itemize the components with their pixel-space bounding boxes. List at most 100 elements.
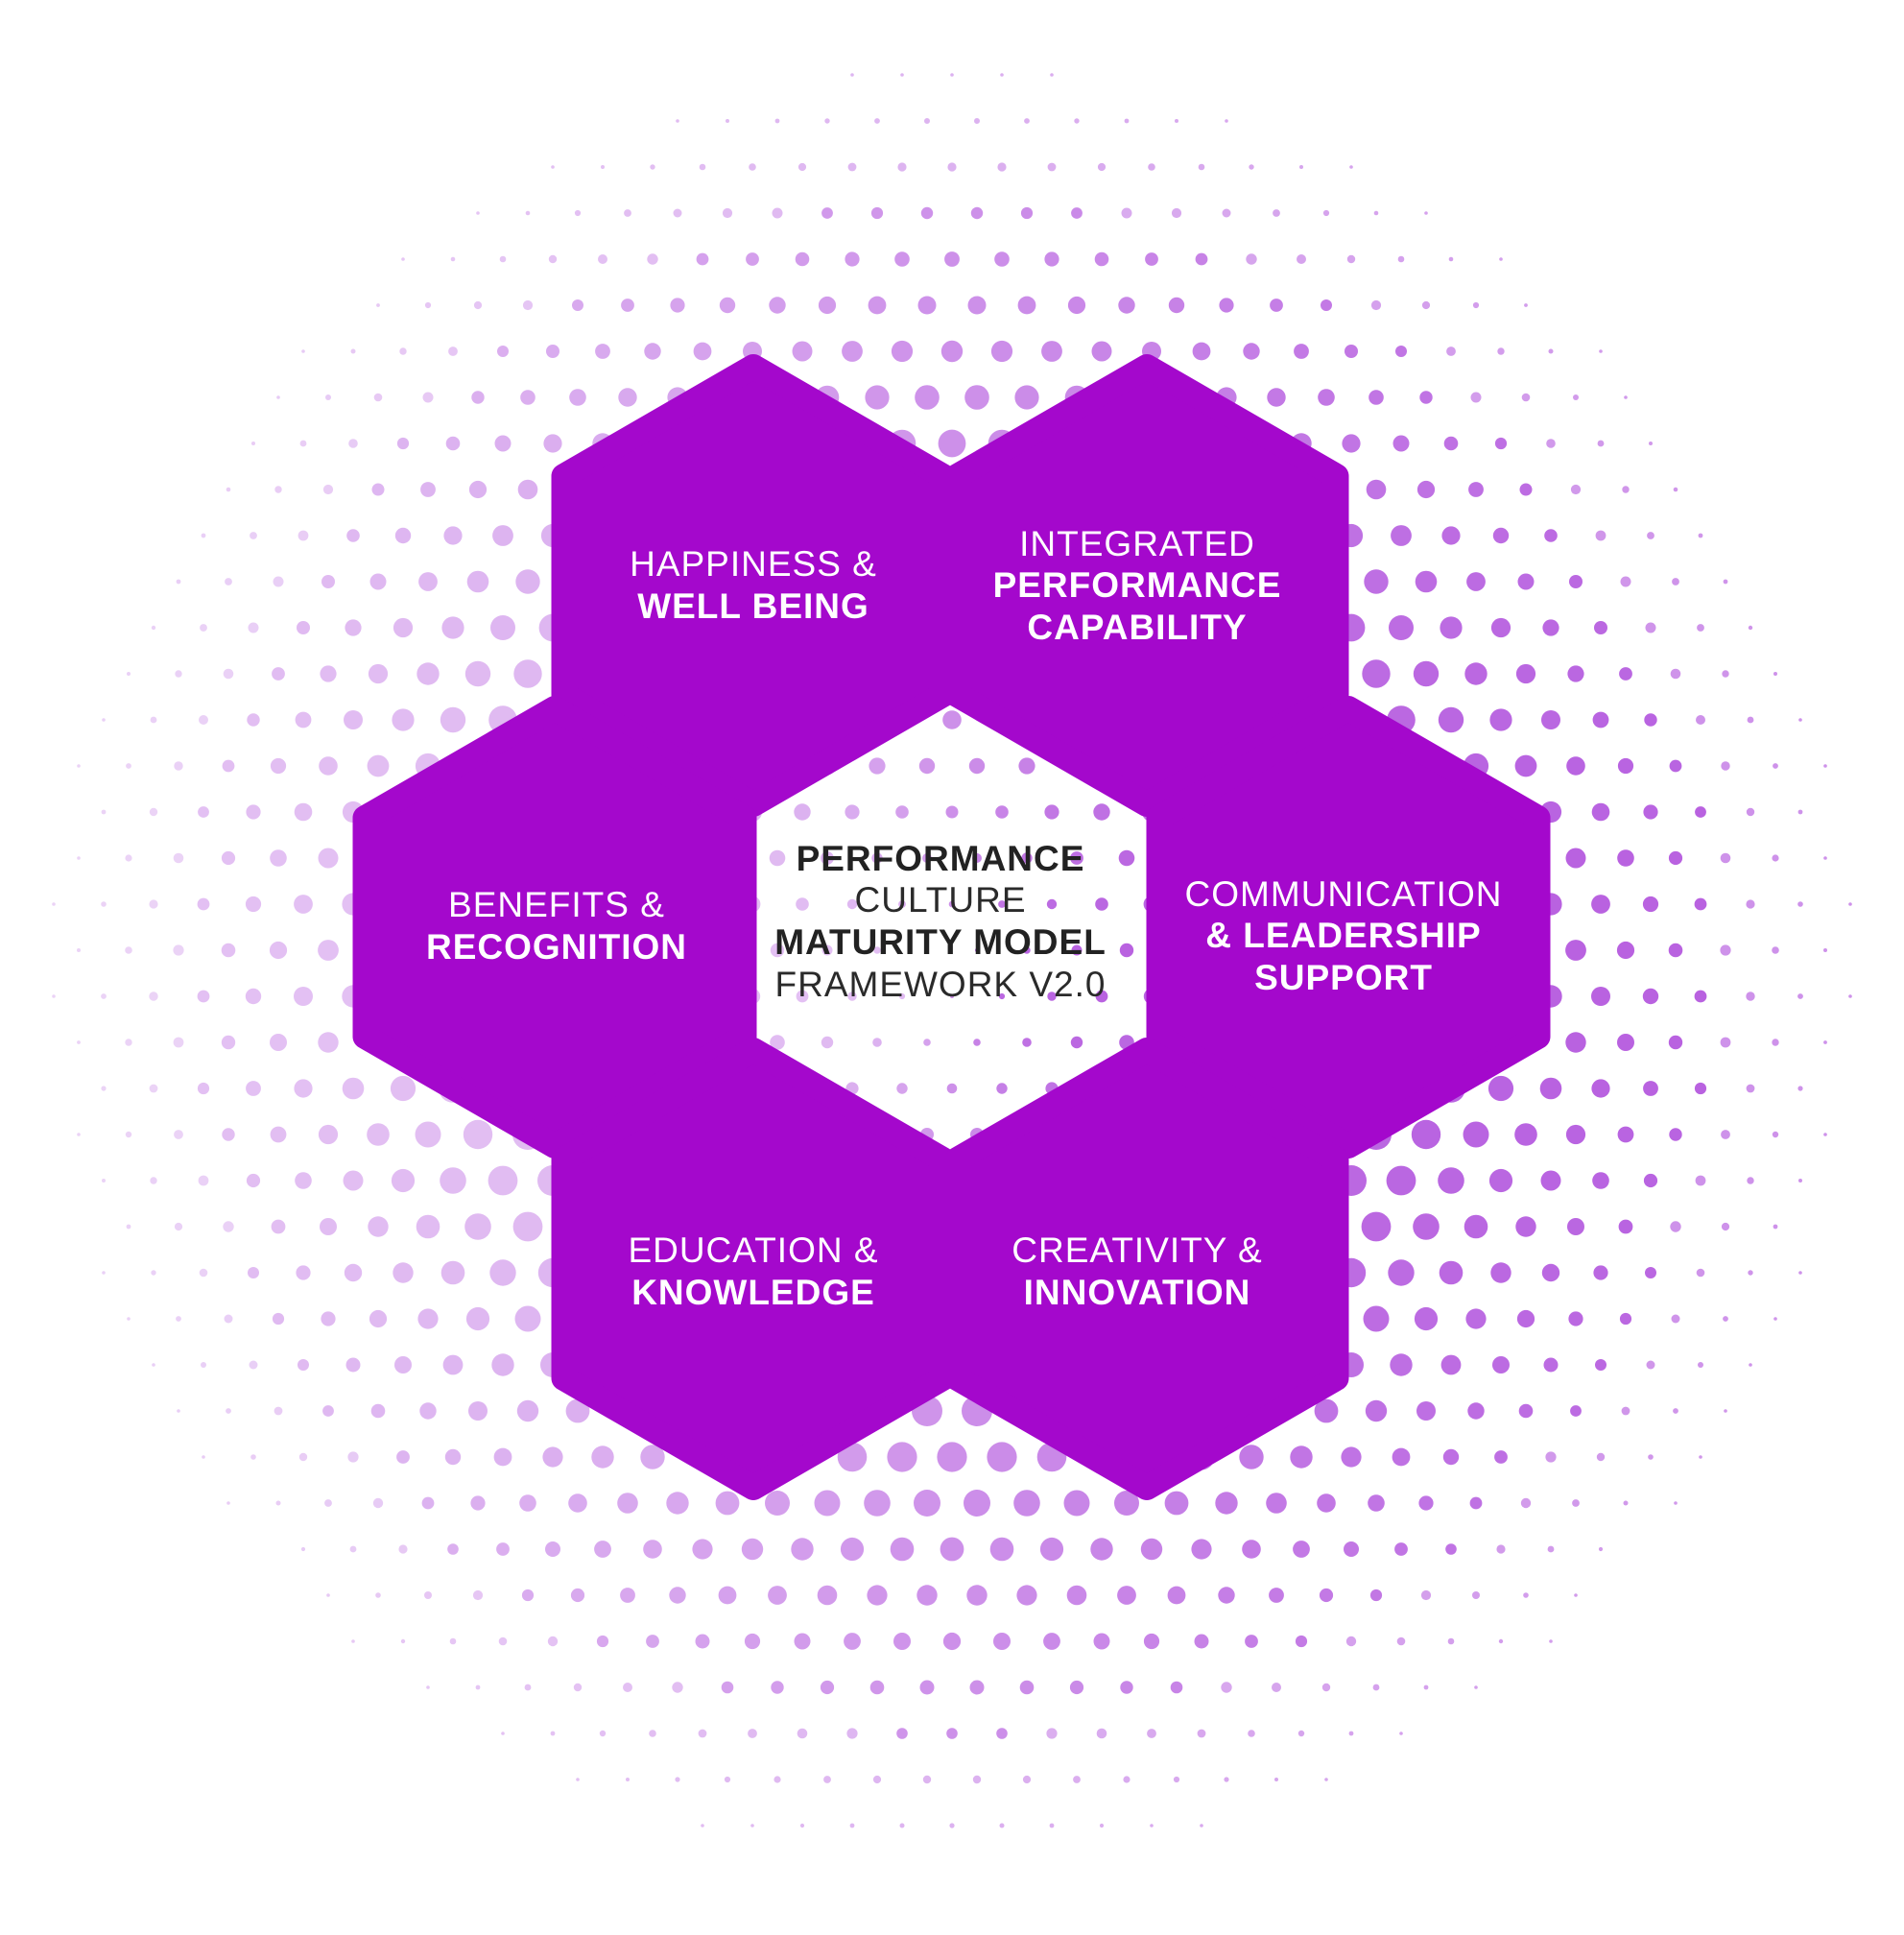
halftone-dot (895, 805, 909, 819)
halftone-dot (77, 948, 81, 952)
halftone-dot (1093, 803, 1110, 821)
halftone-dot (1673, 1408, 1678, 1414)
halftone-dot (998, 900, 1006, 908)
halftone-dot (869, 1680, 885, 1695)
halftone-dot (596, 1635, 609, 1648)
halftone-dot (173, 944, 184, 956)
halftone-dot (1396, 1636, 1406, 1646)
halftone-dot (489, 1259, 516, 1286)
halftone-dot (572, 299, 583, 311)
halftone-dot (424, 301, 432, 309)
halftone-dot (1591, 1079, 1610, 1098)
hex-label-light: COMMUNICATION (1184, 873, 1503, 914)
halftone-dot (174, 761, 183, 771)
halftone-dot (1249, 164, 1254, 170)
halftone-dot (899, 1823, 905, 1828)
halftone-dot (1496, 1544, 1506, 1554)
halftone-dot (942, 710, 962, 729)
halftone-dot (1047, 991, 1057, 1001)
halftone-dot (351, 1639, 355, 1643)
halftone-dot (1441, 526, 1461, 545)
halftone-dot (1322, 209, 1330, 217)
halftone-dot (1546, 439, 1556, 448)
halftone-dot (545, 1541, 560, 1557)
halftone-dot (821, 851, 834, 865)
halftone-dot (450, 256, 456, 262)
halftone-dot (226, 1501, 230, 1505)
halftone-dot (997, 162, 1007, 172)
halftone-dot (1570, 484, 1582, 495)
halftone-dot (269, 941, 288, 960)
halftone-dot (345, 619, 362, 636)
halftone-dot (1195, 252, 1208, 266)
halftone-dot (1572, 1499, 1580, 1507)
halftone-dot (1438, 1167, 1464, 1194)
halftone-dot (1619, 667, 1632, 681)
halftone-dot (1321, 299, 1332, 311)
halftone-dot (525, 210, 531, 216)
halftone-dot (249, 1360, 258, 1370)
halftone-dot (1643, 1081, 1658, 1096)
halftone-dot (1569, 575, 1583, 588)
halftone-dot (1194, 1634, 1209, 1649)
halftone-dot (1224, 1777, 1229, 1782)
halftone-dot (440, 706, 466, 733)
halftone-dot (524, 1684, 532, 1691)
halftone-dot (994, 251, 1010, 267)
halftone-dot (1773, 1224, 1778, 1230)
halftone-dot (520, 390, 536, 405)
halftone-dot (950, 994, 954, 998)
halftone-dot (77, 856, 81, 860)
halftone-dot (247, 713, 260, 727)
halftone-dot (1440, 1354, 1462, 1375)
halftone-dot (1823, 764, 1827, 768)
halftone-dot (741, 1538, 764, 1561)
halftone-dot (1044, 804, 1059, 820)
halftone-dot (1694, 897, 1707, 911)
halftone-dot (1823, 856, 1827, 860)
halftone-dot (891, 340, 914, 363)
halftone-dot (598, 254, 607, 264)
halftone-dot (1544, 529, 1558, 542)
halftone-dot (1598, 1546, 1604, 1552)
halftone-dot (1047, 162, 1057, 172)
halftone-dot (1173, 1776, 1180, 1783)
halftone-dot (1399, 1732, 1403, 1735)
halftone-dot (322, 484, 334, 495)
halftone-dot (1848, 902, 1852, 906)
halftone-dot (1369, 1589, 1383, 1602)
halftone-dot (1696, 715, 1705, 725)
halftone-dot (573, 1683, 583, 1692)
halftone-dot (1746, 991, 1755, 1001)
halftone-dot (1391, 525, 1412, 546)
halftone-dot (201, 533, 206, 538)
halftone-dot (1488, 1075, 1514, 1102)
halftone-dot (401, 257, 405, 261)
halftone-dot (1069, 1680, 1084, 1695)
halftone-dot (1446, 346, 1456, 356)
halftone-dot (198, 1175, 209, 1186)
halftone-dot (650, 164, 655, 170)
halftone-dot (1442, 1448, 1460, 1466)
halftone-dot (298, 1359, 309, 1371)
halftone-dot (223, 668, 234, 680)
halftone-dot (221, 850, 236, 866)
halftone-dot (1197, 1729, 1206, 1738)
halftone-dot (570, 1588, 585, 1603)
halftone-dot (1388, 1259, 1415, 1286)
halftone-dot (1748, 625, 1753, 631)
halftone-dot (1565, 1032, 1586, 1053)
halftone-dot (846, 898, 858, 910)
halftone-dot (1516, 1309, 1535, 1328)
hex-label-education-knowledge: EDUCATION & KNOWLEDGE (595, 1219, 912, 1325)
halftone-dot (272, 667, 285, 681)
halftone-dot (52, 994, 56, 998)
halftone-dot (974, 947, 980, 953)
halftone-dot (1541, 1263, 1560, 1282)
hex-label-bold: KNOWLEDGE (631, 1273, 875, 1312)
halftone-dot (294, 987, 313, 1006)
halftone-dot (1642, 988, 1659, 1005)
halftone-dot (923, 1039, 931, 1046)
halftone-dot (443, 526, 463, 545)
halftone-dot (318, 848, 339, 869)
